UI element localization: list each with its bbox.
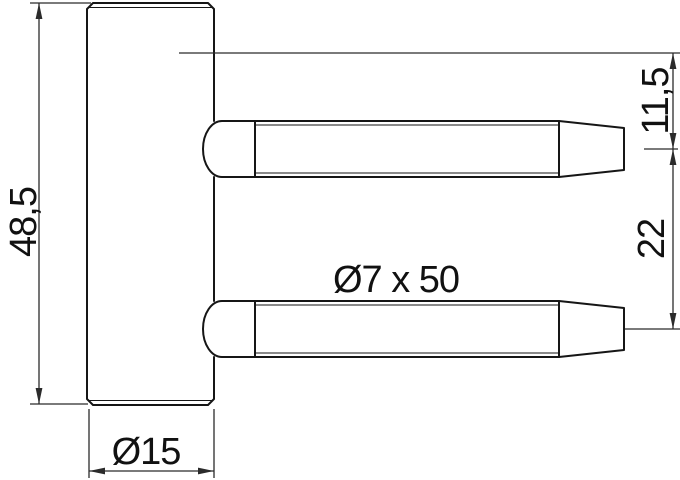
arrow-height-top [35, 3, 43, 19]
arrow-height-bottom [35, 388, 43, 404]
arrow-offset-bottom [669, 133, 677, 149]
label-pin-size: Ø7 x 50 [333, 259, 459, 301]
label-pin-spacing: 22 [631, 219, 673, 259]
dimension-lines [30, 2, 680, 478]
label-base-diameter: Ø15 [112, 431, 181, 473]
pin-top [202, 120, 625, 178]
pin-bottom-head [202, 300, 256, 358]
arrow-diameter-right [198, 467, 214, 475]
dimension-labels: 48,5 Ø15 Ø7 x 50 11,5 22 [3, 67, 677, 473]
arrow-spacing-bottom [669, 313, 677, 329]
dimension-arrowheads [35, 3, 677, 475]
label-overall-height: 48,5 [3, 187, 45, 257]
pin-top-head [202, 120, 256, 178]
arrow-diameter-left [89, 467, 105, 475]
arrow-spacing-top [669, 149, 677, 165]
body-outline [86, 2, 215, 406]
pin-bottom [202, 300, 625, 358]
pin-top-shaft [254, 120, 625, 178]
label-top-offset: 11,5 [635, 67, 677, 134]
pin-bottom-shaft [254, 300, 625, 358]
arrow-offset-top [669, 53, 677, 69]
part-view [86, 2, 625, 406]
